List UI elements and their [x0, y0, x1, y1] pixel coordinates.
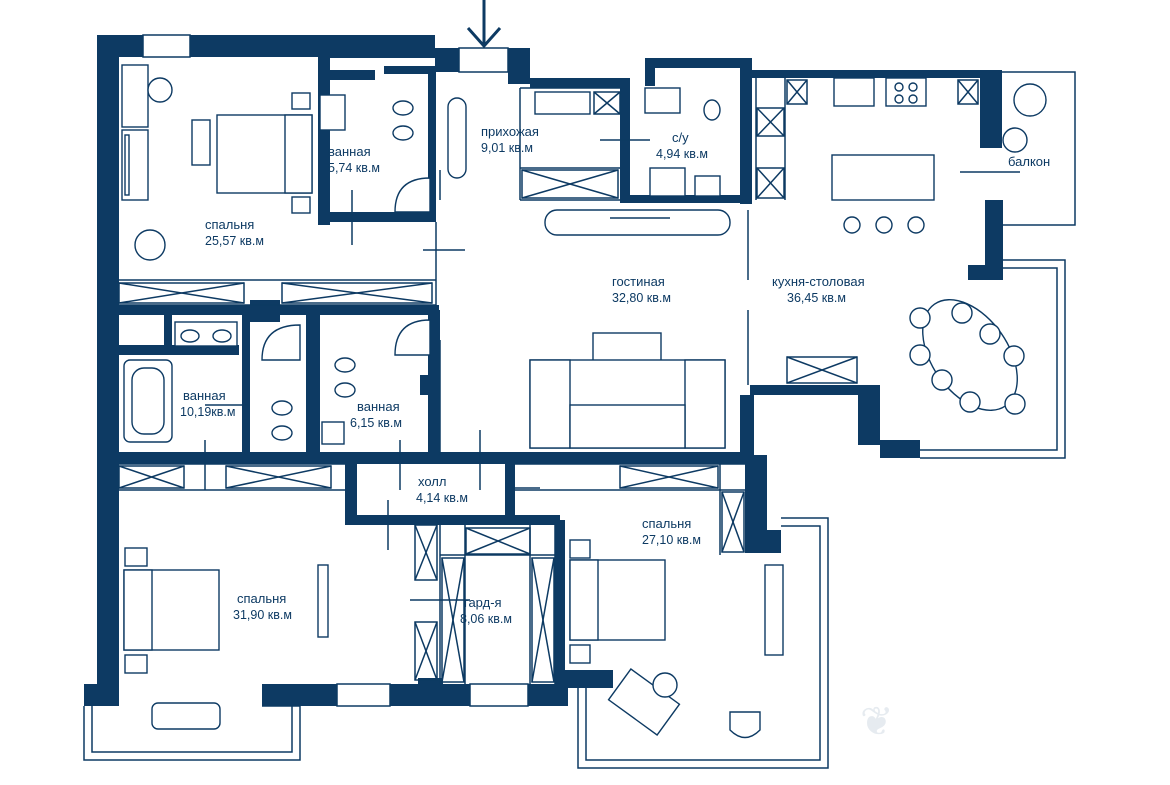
watermark: ❦ — [860, 700, 894, 744]
room-bath-2-name: ванная — [183, 388, 226, 403]
entrance-arrow-icon — [466, 0, 502, 49]
room-balcony-name: балкон — [1008, 154, 1050, 169]
room-kitchen-name: кухня-столовая — [772, 274, 865, 289]
room-bath-3-area: 6,15 кв.м — [350, 416, 402, 430]
room-wc-area: 4,94 кв.м — [656, 147, 708, 161]
room-bedroom-2-area: 27,10 кв.м — [642, 533, 701, 547]
room-bedroom-2-name: спальня — [642, 516, 691, 531]
room-bedroom-3-name: спальня — [237, 591, 286, 606]
room-kitchen-area: 36,45 кв.м — [787, 291, 846, 305]
room-bath-2-area: 10,19кв.м — [180, 405, 235, 419]
furniture — [121, 64, 1047, 739]
room-bedroom-1-area: 25,57 кв.м — [205, 234, 264, 248]
room-wardrobe-area: 8,06 кв.м — [460, 612, 512, 626]
thin-lines — [83, 34, 1076, 769]
room-bath-1-area: 5,74 кв.м — [328, 161, 380, 175]
room-labels: спальня 25,57 кв.м ванная 5,74 кв.м прих… — [180, 124, 1050, 626]
walls — [84, 35, 1003, 706]
room-corridor-area: 4,14 кв.м — [416, 491, 468, 505]
room-living-name: гостиная — [612, 274, 665, 289]
room-wardrobe-name: гард-я — [464, 595, 502, 610]
room-corridor-name: холл — [418, 474, 446, 489]
room-wc-name: с/у — [672, 130, 689, 145]
room-hall-name: прихожая — [481, 124, 539, 139]
room-bedroom-1-name: спальня — [205, 217, 254, 232]
room-bath-1-name: ванная — [328, 144, 371, 159]
room-living-area: 32,80 кв.м — [612, 291, 671, 305]
room-hall-area: 9,01 кв.м — [481, 141, 533, 155]
room-bath-3-name: ванная — [357, 399, 400, 414]
room-bedroom-3-area: 31,90 кв.м — [233, 608, 292, 622]
